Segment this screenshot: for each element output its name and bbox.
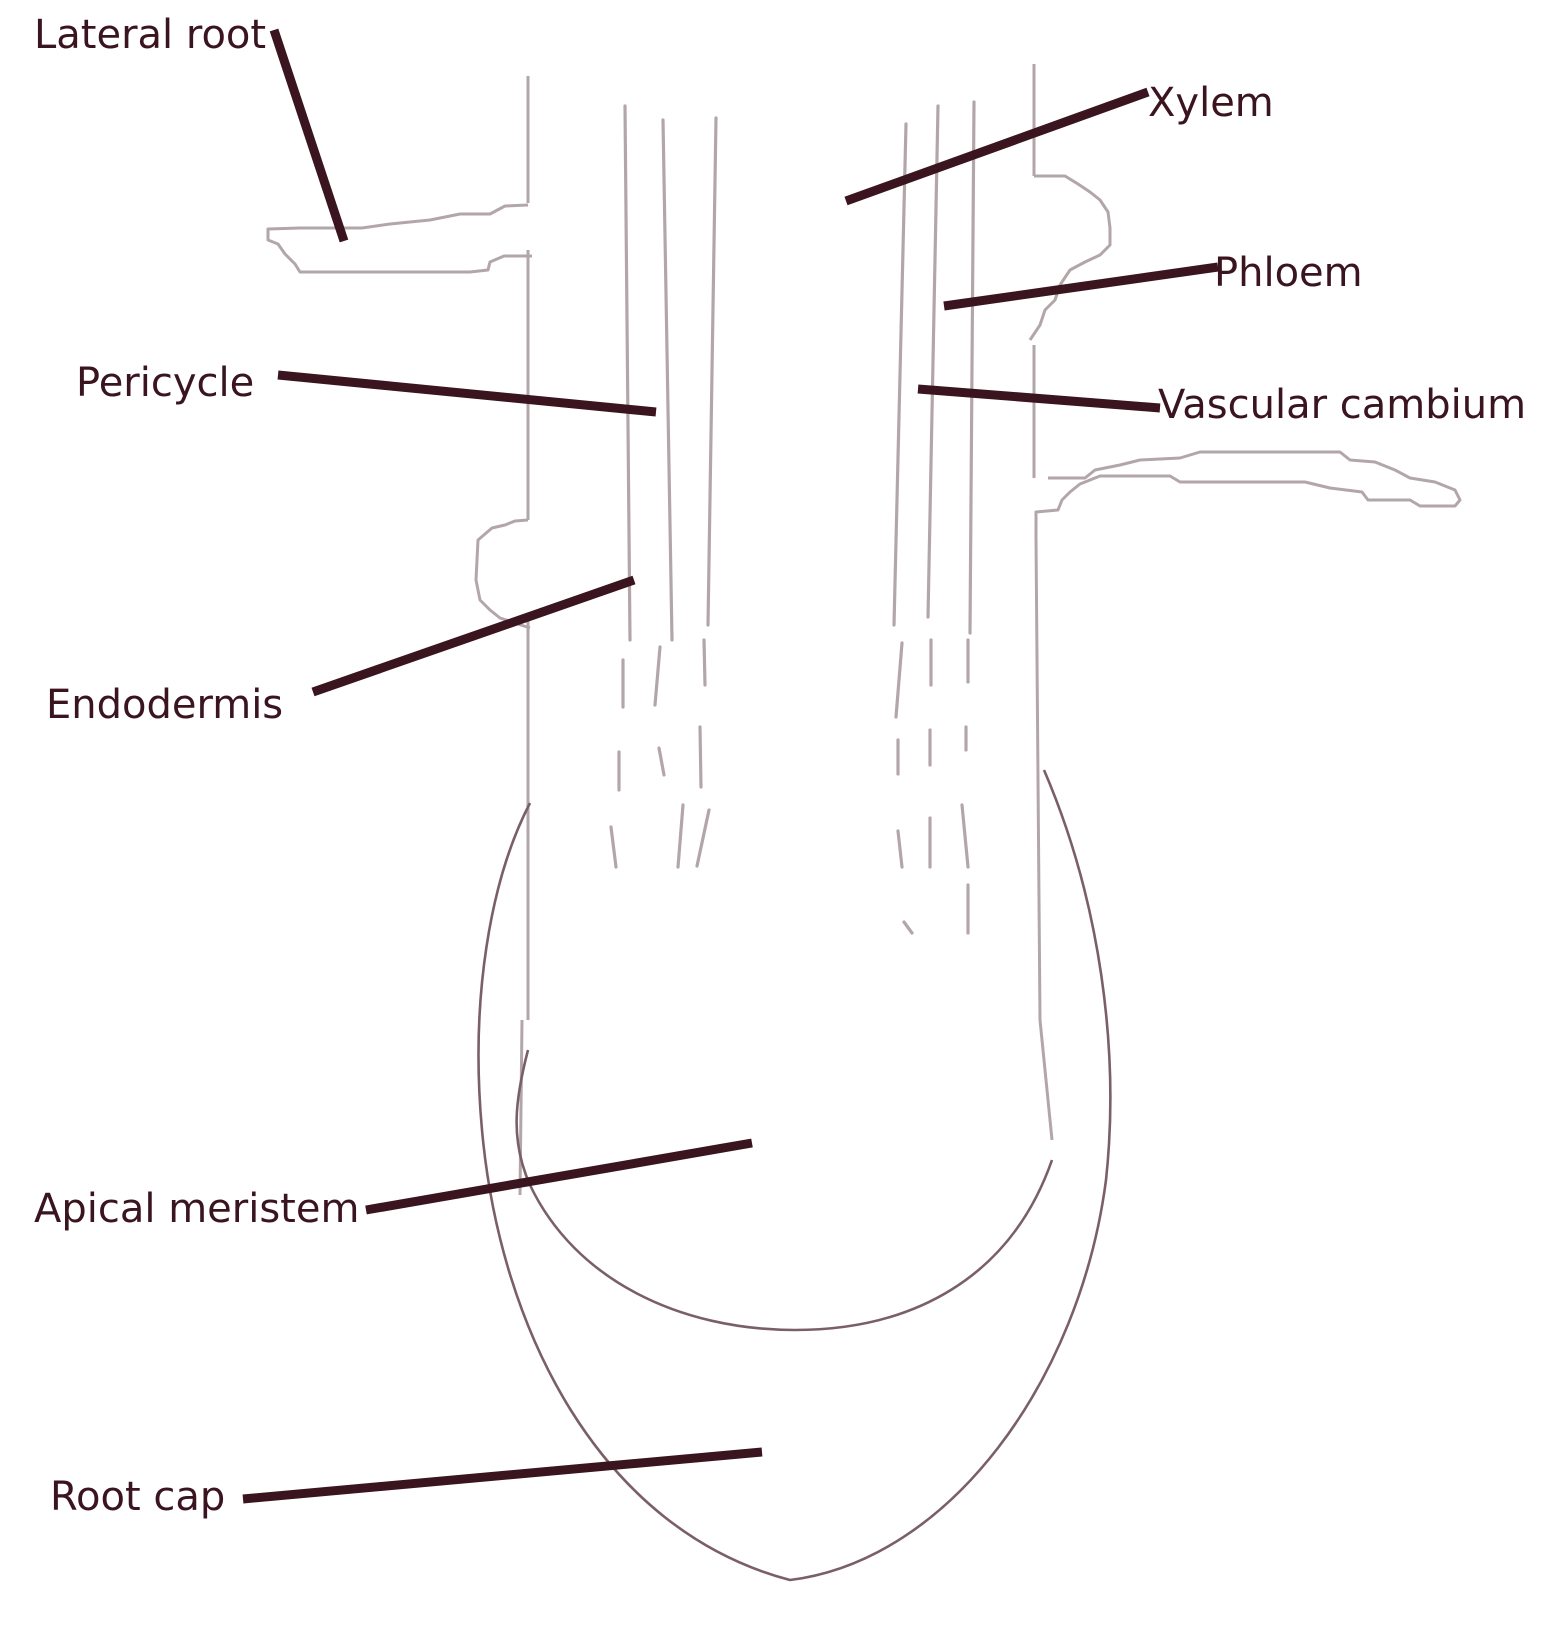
leader-pericycle [277,370,657,417]
leader-vascular-cambium [917,384,1161,413]
dash [676,803,685,869]
label-apical-meristem: Apical meristem [34,1186,359,1232]
vascular-line-left [706,116,718,627]
dash [653,645,662,707]
leader-apical-meristem [365,1138,753,1215]
root-cap-outline [477,769,1112,1582]
label-vascular-cambium: Vascular cambium [1158,382,1526,428]
vascular-line-right-3 [968,100,976,635]
leader-lateral-root [269,28,349,243]
dash [894,641,904,719]
dash [960,803,970,869]
dash [695,808,711,868]
label-phloem: Phloem [1214,250,1363,296]
emerging-root-right-upper [1028,174,1112,341]
endodermis-line-left [661,118,674,642]
dash [698,725,703,789]
leader-root-cap [242,1447,763,1504]
dash [902,920,914,935]
dash [657,746,666,777]
root-tip [477,769,1112,1582]
lateral-root-right [1034,450,1462,540]
vascular-line-right-2 [926,104,940,619]
leader-endodermis [311,575,636,697]
vascular-lines [609,100,976,935]
vascular-line-right-1 [892,122,908,627]
lateral-root-left [266,203,532,274]
emerging-root-left-lower [474,518,531,630]
labels: Lateral root Xylem Phloem Pericycle Vasc… [34,12,1526,1520]
label-endodermis: Endodermis [46,682,283,728]
dash [609,825,618,869]
root-outline [266,64,1462,1196]
label-root-cap: Root cap [50,1474,225,1520]
dash [896,829,904,869]
dash [702,638,707,687]
leader-lines [242,28,1219,1504]
leader-phloem [943,262,1219,311]
pericycle-line-left [623,104,632,642]
label-pericycle: Pericycle [76,360,254,406]
root-right-wall [1032,64,1054,1141]
apical-meristem-boundary [515,1049,1054,1332]
root-left-wall [518,76,530,1196]
leader-xylem [844,87,1150,206]
label-xylem: Xylem [1148,80,1274,126]
label-lateral-root: Lateral root [34,12,266,58]
